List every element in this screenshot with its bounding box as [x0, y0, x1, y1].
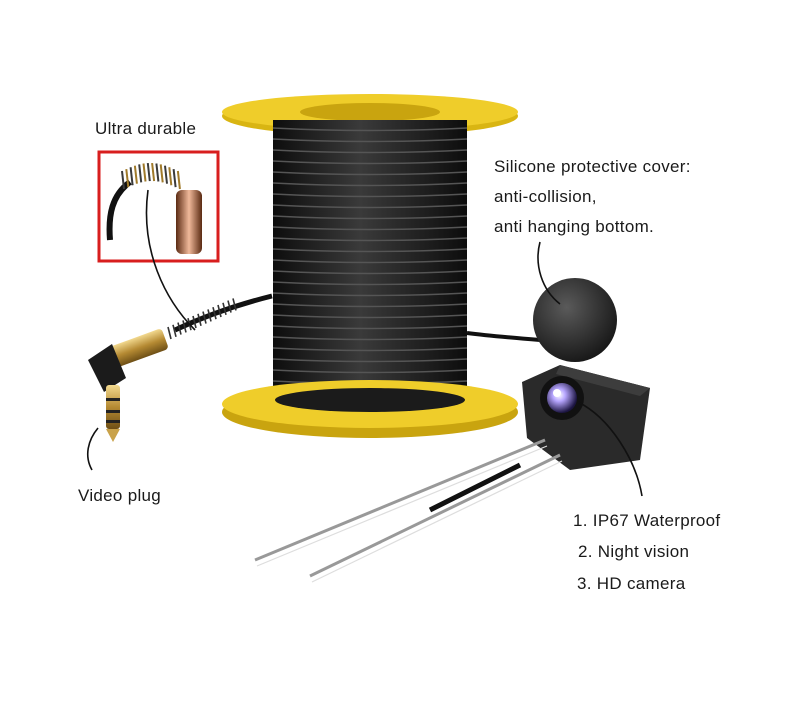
ultra-durable-label: Ultra durable — [95, 119, 197, 138]
video-plug-icon — [88, 329, 168, 442]
silicone-pointer — [537, 241, 561, 305]
ultra-durable-pointer — [145, 189, 196, 331]
feature-night-vision-label: 2. Night vision — [578, 542, 690, 561]
video-plug-label: Video plug — [78, 486, 162, 505]
feature-hd-camera-label: 3. HD camera — [577, 574, 686, 593]
cable-spool — [222, 94, 518, 438]
callout-pointers — [86, 189, 643, 497]
spring-strain-relief — [167, 298, 237, 340]
silicone-cover-label-line1: Silicone protective cover: — [494, 157, 691, 176]
underwater-camera — [254, 278, 650, 583]
silicone-cover-label-line2: anti-collision, — [494, 187, 597, 206]
feature-ip67-label: 1. IP67 Waterproof — [573, 511, 721, 530]
ultra-durable-inset — [97, 150, 220, 263]
video-plug-pointer — [86, 427, 99, 471]
camera-cable — [466, 331, 541, 342]
silicone-cover-icon — [533, 278, 617, 362]
silicone-cover-label-line3: anti hanging bottom. — [494, 217, 655, 236]
features-pointer — [577, 401, 643, 497]
